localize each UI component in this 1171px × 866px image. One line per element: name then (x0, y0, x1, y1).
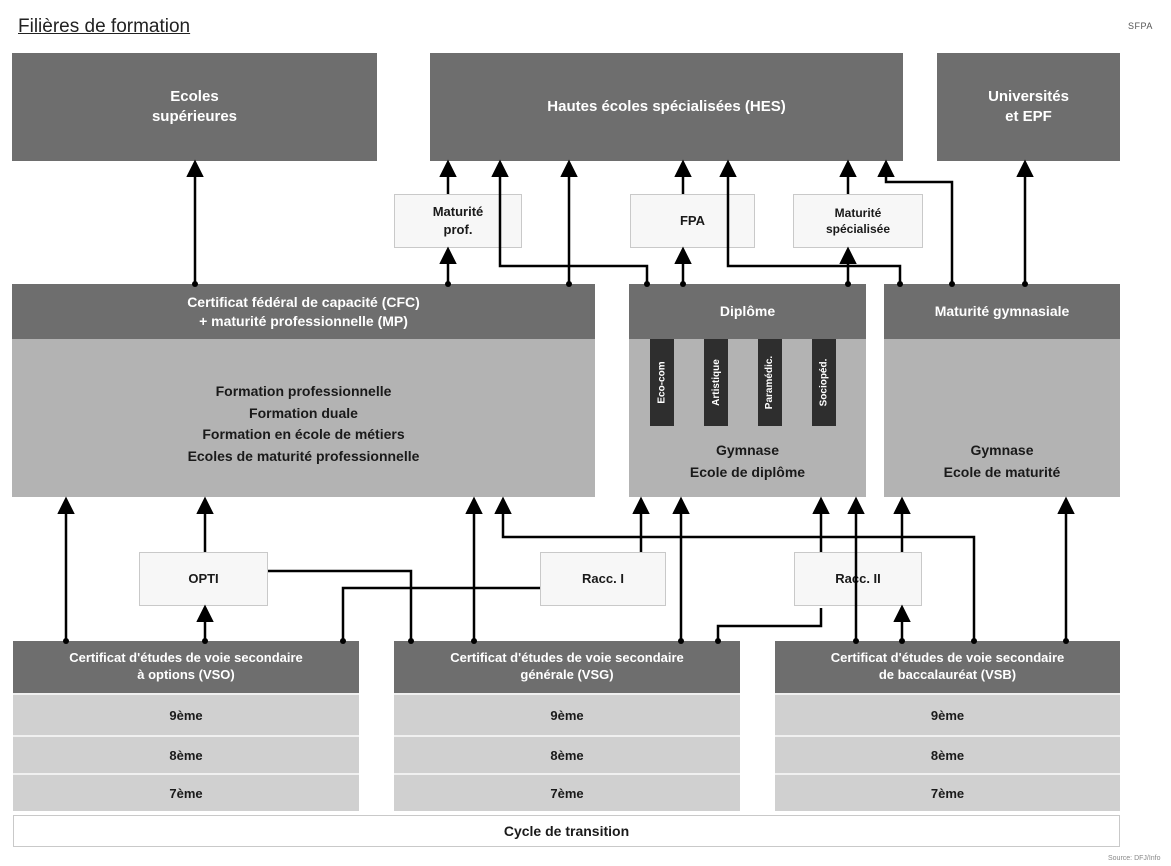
vso-header: Certificat d'études de voie secondaire à… (13, 641, 359, 693)
line-vsb-cfc-elbow (494, 496, 976, 641)
racc2-box: Racc. II (794, 552, 922, 606)
cfc-body: Formation professionnelle Formation dual… (187, 383, 420, 465)
vsb-grade-9: 9ème (775, 693, 1120, 735)
tag-socioped: Sociopéd. (812, 339, 836, 426)
vsb-header: Certificat d'études de voie secondaire d… (775, 641, 1120, 693)
vso-grade-9: 9ème (13, 693, 359, 735)
maturite-gymnasiale-body: Gymnase Ecole de maturité (943, 442, 1061, 480)
vsg-grade-9: 9ème (394, 693, 740, 735)
tag-artistique: Artistique (704, 339, 728, 426)
vso-grade-8: 8ème (13, 735, 359, 773)
maturite-gymnasiale-header: Maturité gymnasiale (884, 284, 1120, 339)
vsg-grade-8: 8ème (394, 735, 740, 773)
line-opti-vsg (268, 569, 413, 641)
vsg-header: Certificat d'études de voie secondaire g… (394, 641, 740, 693)
ecoles-superieures-box: Ecoles supérieures (12, 53, 377, 161)
line-matgym-hes-elbow (719, 159, 902, 284)
diplome-body: Gymnase Ecole de diplôme (689, 442, 806, 480)
diagram-title: Filières de formation (18, 16, 191, 37)
source-note: Source: DFJ/Info (1108, 855, 1161, 862)
cfc-header: Certificat fédéral de capacité (CFC) + m… (12, 284, 595, 339)
tag-eco-com: Eco-com (650, 339, 674, 426)
fpa-box: FPA (630, 194, 755, 248)
tag-paramedic: Paramédic. (758, 339, 782, 426)
racc1-box: Racc. I (540, 552, 666, 606)
vso-grade-7: 7ème (13, 773, 359, 811)
cycle-de-transition: Cycle de transition (13, 815, 1120, 847)
line-vso-racc1 (341, 586, 540, 641)
vsb-grade-8: 8ème (775, 735, 1120, 773)
line-diplome-hes-elbow (491, 159, 649, 284)
hes-box: Hautes écoles spécialisées (HES) (430, 53, 903, 161)
maturite-specialisee-box: Maturité spécialisée (793, 194, 923, 248)
line-matgym-hes-right (877, 159, 954, 284)
line-vsg-racc2 (716, 608, 823, 641)
logo: SFPA (1128, 21, 1153, 31)
vsg-grade-7: 7ème (394, 773, 740, 811)
universites-box: Universités et EPF (937, 53, 1120, 161)
diplome-header: Diplôme (629, 284, 866, 339)
vsb-grade-7: 7ème (775, 773, 1120, 811)
opti-box: OPTI (139, 552, 268, 606)
